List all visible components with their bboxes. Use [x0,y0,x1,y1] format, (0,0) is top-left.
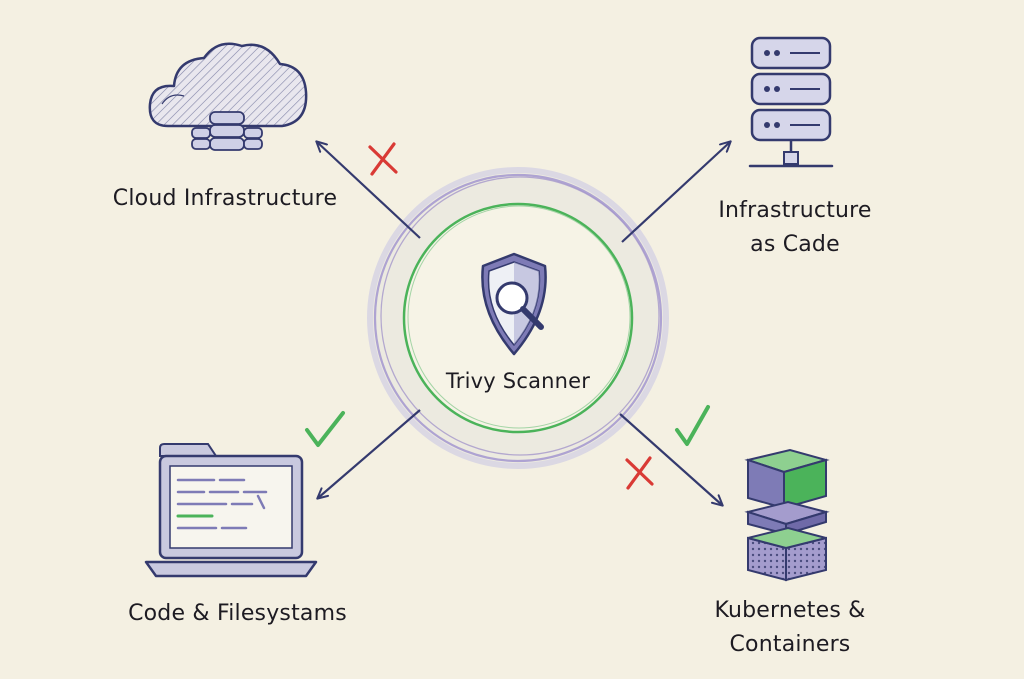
node-label-cloud-infrastructure: Cloud Infrastructure [100,182,350,216]
node-label-infrastructure-as-code: Infrastructure as Cade [700,194,890,262]
node-label-kubernetes-containers: Kubernetes & Containers [695,594,885,662]
laptop-code-icon [146,444,316,576]
node-label-line: Cloud Infrastructure [100,182,350,216]
container-stack-icon [748,450,826,580]
arrow-to-kubernetes-containers [620,414,722,505]
node-label-line: Infrastructure [700,194,890,228]
node-label-line: Containers [695,628,885,662]
node-label-line: Code & Filesystams [115,597,360,631]
center-label-text: Trivy Scanner [428,364,608,398]
server-stack-icon [750,38,832,166]
cross-mark-icon [370,144,396,174]
check-mark-icon [307,413,343,445]
cloud-database-icon [150,44,306,150]
node-label-line: Kubernetes & [695,594,885,628]
node-label-code-filesystems: Code & Filesystams [115,597,360,631]
center-label: Trivy Scanner [428,364,608,398]
cross-mark-icon [627,458,652,488]
node-label-line: as Cade [700,228,890,262]
check-mark-icon [677,407,708,444]
